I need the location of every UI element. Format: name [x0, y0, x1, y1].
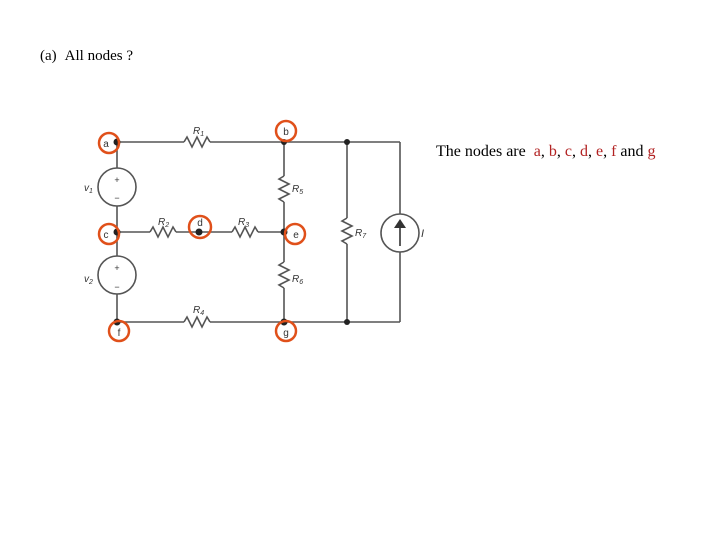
v1-minus-sign: −	[114, 193, 119, 203]
answer-text: The nodes are a, b, c, d, e, f and g	[436, 143, 656, 160]
node-circle-e	[283, 222, 307, 246]
node-label-b: b	[283, 127, 289, 138]
node-label-d: d	[197, 218, 203, 229]
label-r4: R4	[193, 305, 204, 317]
voltage-source-v2: + −	[97, 255, 137, 295]
label-r6: R6	[292, 274, 303, 286]
resistor-r3	[231, 225, 259, 239]
node-highlights	[97, 119, 307, 343]
label-i: I	[421, 228, 424, 240]
v2-minus-sign: −	[114, 282, 119, 292]
resistor-r6	[277, 261, 291, 289]
resistor-r2	[149, 225, 177, 239]
answer-node-b: b	[548, 143, 557, 160]
label-r3: R3	[238, 217, 249, 229]
wires	[116, 135, 401, 329]
answer-node-f: f	[611, 143, 617, 160]
answer-node-g: g	[647, 143, 656, 160]
node-circle-f	[107, 319, 131, 343]
question-label: (a)	[40, 48, 57, 64]
answer-node-a: a	[533, 143, 541, 160]
label-r5: R5	[292, 184, 303, 196]
question-text: All nodes ?	[64, 48, 133, 64]
node-circle-a	[97, 131, 121, 155]
current-source-i	[380, 213, 420, 253]
node-label-c: c	[104, 230, 109, 241]
node-circle-b	[274, 119, 298, 143]
node-label-g: g	[283, 328, 289, 339]
resistor-r4	[183, 315, 211, 329]
answer-conj: and	[620, 143, 644, 160]
resistor-r1	[183, 135, 211, 149]
v1-plus-sign: +	[114, 175, 119, 185]
label-r2: R2	[158, 217, 169, 229]
label-v2: v2	[84, 274, 93, 286]
voltage-source-v1: + −	[97, 167, 137, 207]
question: (a) All nodes ?	[40, 48, 133, 65]
answer-prefix: The nodes are	[436, 143, 526, 160]
answer-node-e: e	[595, 143, 604, 160]
node-label-a: a	[103, 139, 109, 150]
label-r7: R7	[355, 228, 367, 240]
label-v1: v1	[84, 183, 93, 195]
answer-node-d: d	[579, 143, 588, 160]
resistor-r7	[340, 217, 354, 245]
node-label-e: e	[293, 230, 299, 241]
node-label-f: f	[118, 328, 121, 339]
node-circle-d	[187, 214, 213, 240]
answer-node-c: c	[564, 143, 572, 160]
resistor-r5	[277, 175, 291, 203]
label-r1: R1	[193, 126, 204, 138]
node-circle-g	[274, 319, 298, 343]
node-circle-c	[97, 222, 121, 246]
arrow-up-icon	[394, 219, 406, 228]
v2-plus-sign: +	[114, 263, 119, 273]
